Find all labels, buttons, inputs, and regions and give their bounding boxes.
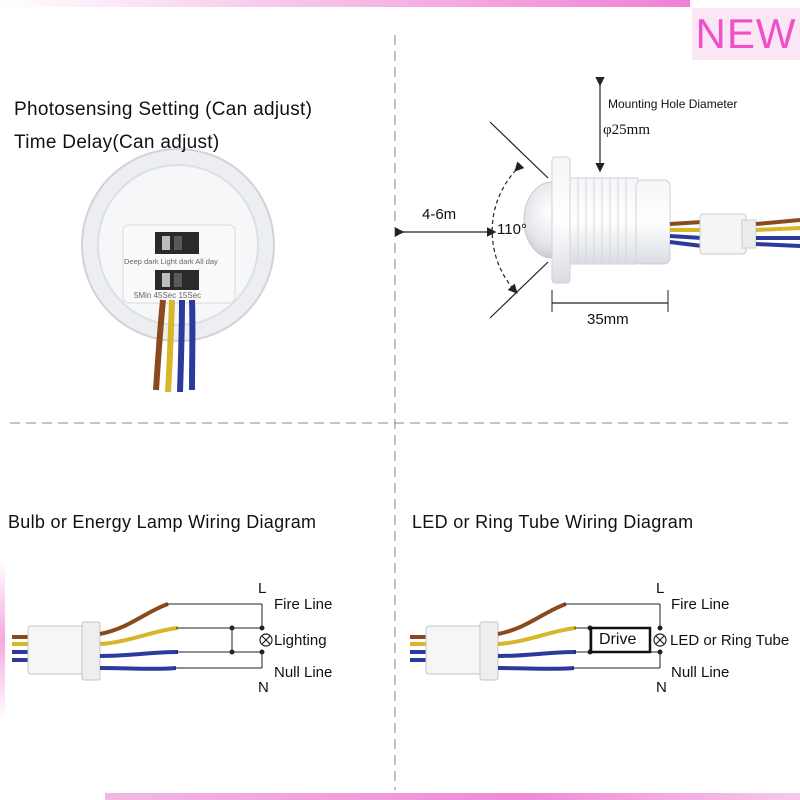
bulb-L-label: L (258, 580, 267, 597)
range-value: 4-6m (422, 206, 457, 223)
bulb-lighting-label: Lighting (274, 632, 327, 649)
led-N-label: N (656, 679, 667, 696)
angle-value: 110° (497, 221, 527, 238)
led-wiring-diagram (410, 602, 667, 681)
mounting-hole-label: Mounting Hole Diameter (608, 97, 738, 111)
left-gradient-bar (0, 560, 5, 720)
length-value: 35mm (587, 311, 629, 328)
led-fire-line-label: Fire Line (671, 596, 730, 613)
bulb-wiring-diagram (12, 602, 273, 681)
bottom-gradient-bar (105, 793, 800, 800)
sensor-back-illustration (81, 148, 275, 393)
time-delay-heading: Time Delay(Can adjust) (14, 132, 220, 153)
new-badge: NEW (692, 8, 800, 60)
drive-box (589, 626, 652, 654)
sensor-side-illustration (394, 76, 800, 319)
led-L-label: L (656, 580, 665, 597)
led-null-line-label: Null Line (671, 664, 730, 681)
top-gradient-bar (0, 0, 690, 7)
dial-top-label: Deep dark Light dark All day (124, 257, 218, 266)
bulb-null-line-label: Null Line (274, 664, 333, 681)
bulb-diagram-title: Bulb or Energy Lamp Wiring Diagram (8, 512, 317, 532)
led-diagram-title: LED or Ring Tube Wiring Diagram (412, 512, 694, 532)
diameter-value: φ25mm (603, 122, 650, 138)
photosensing-heading: Photosensing Setting (Can adjust) (14, 99, 313, 120)
bulb-fire-line-label: Fire Line (274, 596, 333, 613)
led-ring-tube-label: LED or Ring Tube (670, 632, 790, 649)
drive-label: Drive (599, 631, 637, 648)
dial-bottom-label: 5Min 45Sec 15Sec (134, 291, 202, 300)
bulb-N-label: N (258, 679, 269, 696)
